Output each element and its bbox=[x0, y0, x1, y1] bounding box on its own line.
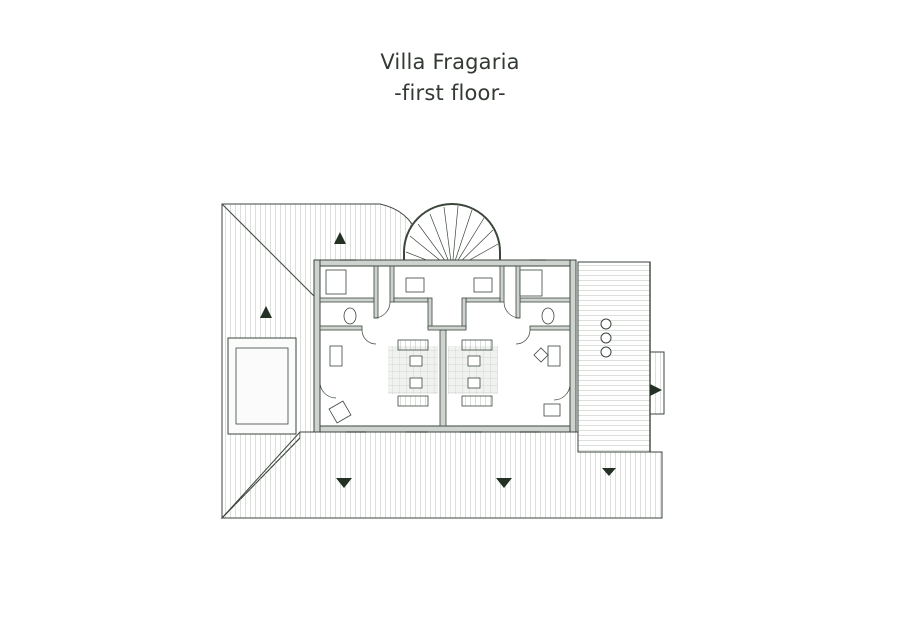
slope-arrow-down bbox=[336, 478, 352, 488]
slope-arrow-down bbox=[602, 468, 616, 476]
interior-walls bbox=[319, 265, 571, 427]
slope-arrow-up bbox=[334, 232, 346, 244]
slope-arrows bbox=[260, 232, 662, 488]
exterior-walls bbox=[313, 259, 577, 433]
slope-arrow-down bbox=[496, 478, 512, 488]
balcony-left bbox=[227, 337, 297, 435]
slope-arrow-up bbox=[260, 306, 272, 318]
bathroom-fixtures bbox=[325, 269, 555, 325]
furniture bbox=[328, 339, 561, 424]
windows bbox=[340, 259, 546, 433]
plan-title: Villa Fragaria bbox=[380, 50, 520, 74]
terrace-right bbox=[577, 261, 665, 453]
plan-subtitle: -first floor- bbox=[394, 81, 506, 105]
door-swings bbox=[319, 301, 571, 401]
slope-arrow-right bbox=[650, 384, 662, 396]
terrace-table bbox=[600, 318, 612, 358]
